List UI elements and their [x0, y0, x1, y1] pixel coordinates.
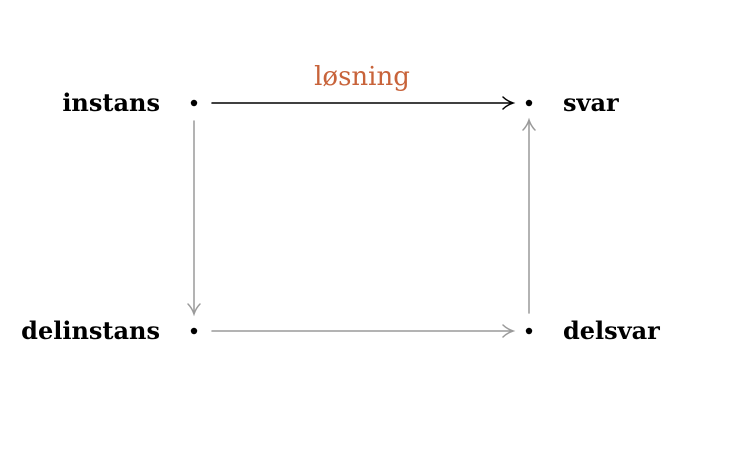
- node-label-delsvar: delsvar: [563, 316, 660, 345]
- node-dot-instans: [190, 99, 198, 107]
- node-label-instans: instans: [62, 88, 160, 117]
- node-dot-delinstans: [190, 327, 198, 335]
- arrow-delsvar-to-svar: [522, 117, 536, 314]
- edge-label-losning: løsning: [314, 62, 410, 92]
- arrow-instans-to-delinstans: [187, 120, 201, 317]
- node-dot-delsvar: [525, 327, 533, 335]
- node-dot-svar: [525, 99, 533, 107]
- arrow-instans-to-svar: [211, 96, 516, 110]
- arrow-delinstans-to-delsvar: [211, 324, 516, 338]
- node-label-svar: svar: [563, 88, 619, 117]
- node-label-delinstans: delinstans: [21, 316, 160, 345]
